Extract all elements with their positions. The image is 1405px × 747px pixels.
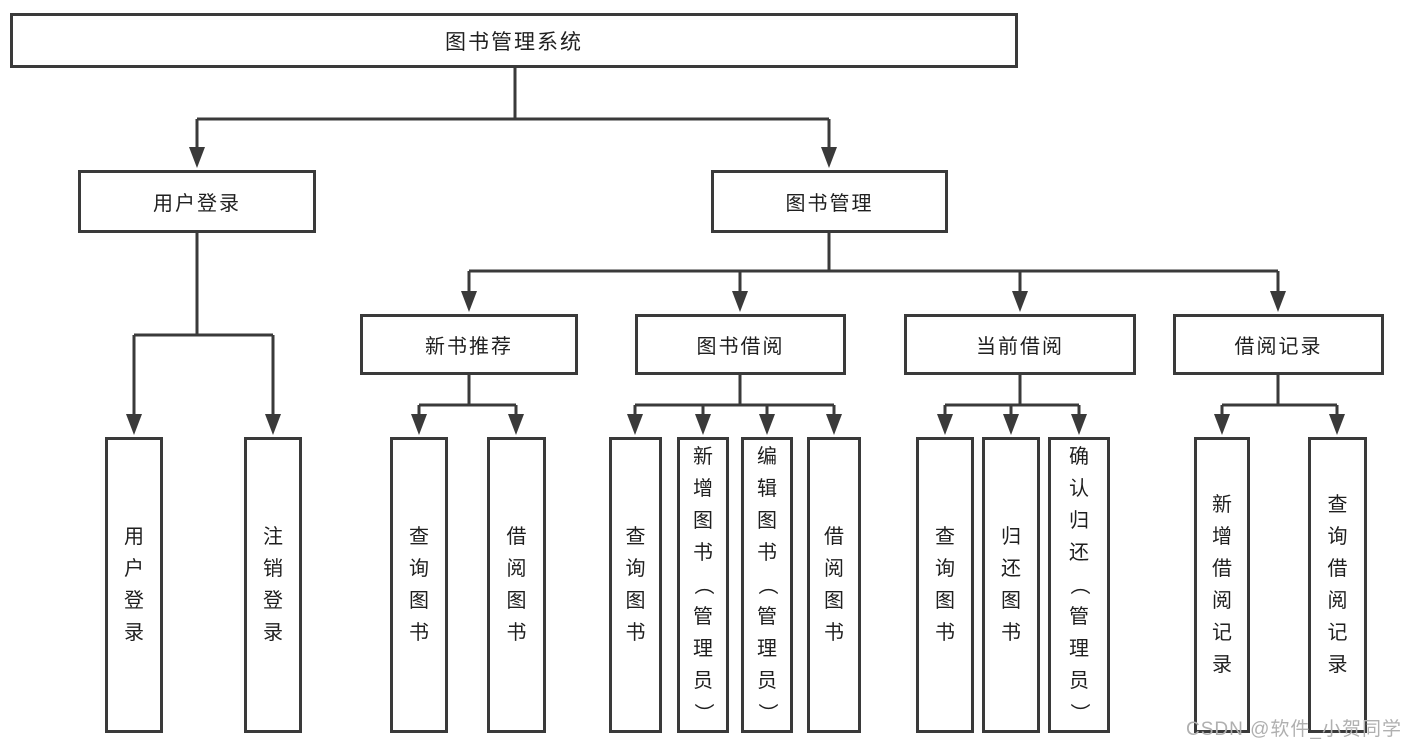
leaf-logout: 注销登录 (244, 437, 302, 733)
leaf-return-books: 归还图书 (982, 437, 1040, 733)
node-book-borrow: 图书借阅 (635, 314, 846, 375)
leaf-query-books: 查询图书 (609, 437, 662, 733)
leaf-borrow-books: 借阅图书 (807, 437, 861, 733)
leaf-user-login: 用户登录 (105, 437, 163, 733)
leaf-edit-books-admin: 编辑图书（管理员） (741, 437, 793, 733)
node-book-management: 图书管理 (711, 170, 948, 233)
node-new-book-recommend: 新书推荐 (360, 314, 578, 375)
leaf-query-borrow-record: 查询借阅记录 (1308, 437, 1367, 733)
leaf-add-books-admin: 新增图书（管理员） (677, 437, 729, 733)
leaf-add-borrow-record: 新增借阅记录 (1194, 437, 1250, 733)
node-borrow-records: 借阅记录 (1173, 314, 1384, 375)
node-library-management-system: 图书管理系统 (10, 13, 1018, 68)
arrowhead-icons (126, 147, 1345, 435)
leaf-query-books: 查询图书 (916, 437, 974, 733)
node-current-borrow: 当前借阅 (904, 314, 1136, 375)
node-user-login: 用户登录 (78, 170, 316, 233)
leaf-query-books: 查询图书 (390, 437, 448, 733)
csdn-watermark: CSDN @软件_小贺同学 (1186, 719, 1402, 740)
leaf-borrow-books: 借阅图书 (487, 437, 546, 733)
leaf-confirm-return-admin: 确认归还（管理员） (1048, 437, 1110, 733)
